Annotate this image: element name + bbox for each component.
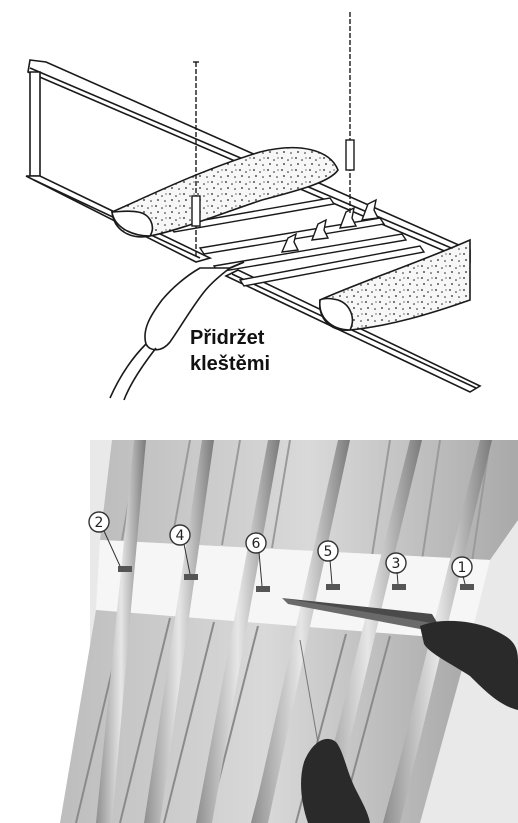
top-illustration [25,12,482,401]
callout-6-label: 6 [252,536,261,552]
insulation-roll-upper [111,146,339,238]
hold-with-pliers-caption: Přidržet kleštěmi [190,325,270,377]
glove-icon [301,620,518,823]
callout-5-label: 5 [324,544,333,560]
callout-6: 6 [245,532,267,587]
callout-3-label: 3 [392,556,401,572]
callout-1-label: 1 [458,560,467,576]
chain-icon [191,12,355,256]
callout-circles: 2 4 6 5 3 [88,511,473,587]
callout-2: 2 [88,511,121,567]
torch-icon [109,261,245,401]
callout-1: 1 [451,556,473,585]
callout-4-label: 4 [176,528,185,544]
tube-clips [118,566,474,592]
insulation-roll-lower [319,238,471,331]
callout-4: 4 [169,524,191,575]
front-rail [224,269,482,393]
caption-line-1: Přidržet [190,327,265,349]
caption-line-2: kleštěmi [190,353,271,375]
hanger-clips [280,198,380,253]
callout-5: 5 [317,540,339,585]
callout-2-label: 2 [95,515,104,531]
callout-3: 3 [385,552,407,585]
